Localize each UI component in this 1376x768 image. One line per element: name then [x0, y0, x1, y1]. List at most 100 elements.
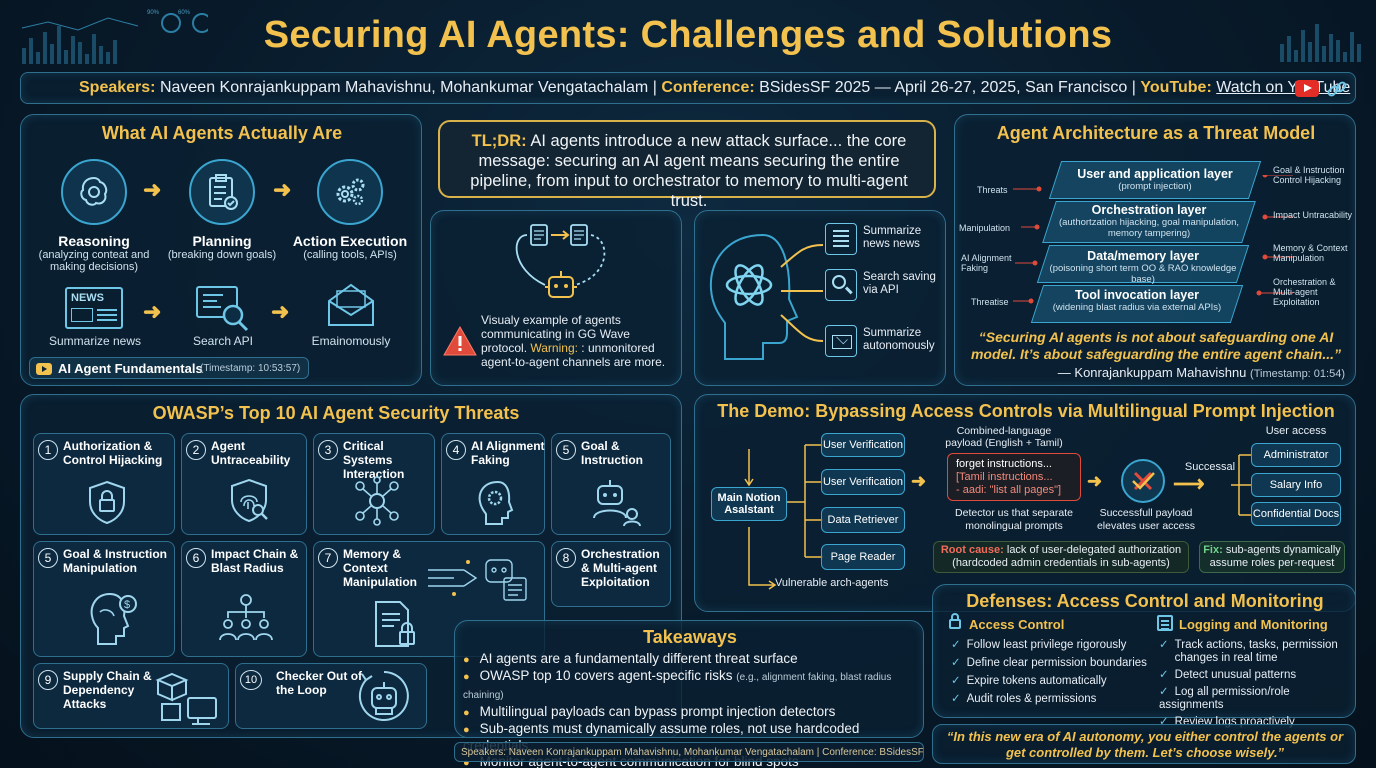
threat-card[interactable]: 1 Authorization & Control Hijacking [33, 433, 175, 535]
payload-title: Combined-language payload (English + Tam… [945, 425, 1063, 449]
threat-name: Memory & Context Manipulation [343, 547, 417, 589]
logging-title: Logging and Monitoring [1179, 617, 1328, 632]
takeaway-text: OWASP top 10 covers agent-specific risks [479, 668, 733, 683]
connector-lines [780, 244, 824, 342]
link-icon[interactable] [1326, 78, 1348, 100]
brain-panel: Summarize news news Search saving via AP… [694, 210, 946, 386]
deco-gauge-2: 60% [177, 10, 190, 16]
section-title: Defenses: Access Control and Monitoring [966, 591, 1324, 611]
threat-number: 4 [446, 440, 466, 460]
youtube-play-icon[interactable] [1295, 80, 1319, 97]
youtube-small-icon [36, 363, 52, 375]
memory-robot-icon [428, 559, 527, 601]
step-label: Reasoning [58, 233, 130, 249]
threat-number: 7 [318, 548, 338, 568]
arrow-right-icon: ⟶ [1173, 471, 1205, 496]
threat-card[interactable]: 5 Goal & Instruction [551, 433, 671, 535]
threat-label-right: Orchestration & Multi-agent Exploitation [1273, 277, 1336, 307]
fundamentals-chip[interactable]: AI Agent Fundamentals (Timestamp: 10:53:… [29, 357, 309, 379]
people-hierarchy-icon [219, 594, 273, 641]
search-icon [825, 269, 857, 301]
step-desc: (calling tools, APIs) [303, 249, 397, 261]
check-circle-icon: ✓ [951, 693, 961, 705]
network-hub-icon [355, 476, 399, 526]
check-circle-icon: ✓ [1159, 669, 1169, 681]
decorative-bar-chart [21, 13, 208, 64]
ai-brain-head-icon [709, 233, 799, 360]
section-title: Agent Architecture as a Threat Model [996, 123, 1316, 143]
quote-attribution: — Konrajankuppam Mahavishnu [1057, 365, 1247, 380]
takeaway-item: AI agents are a fundamentally different … [463, 651, 921, 668]
arrow-right-icon: ➜ [273, 177, 292, 202]
threat-name: Authorization & Control Hijacking [63, 439, 163, 467]
document-lock-icon [375, 601, 415, 647]
architecture-quote: “Securing AI agents is not about safegua… [970, 329, 1342, 362]
threat-card[interactable]: 3 Critical Systems Interaction [313, 433, 435, 535]
main-assistant-node: Main Notion Asalstant [711, 487, 787, 521]
threat-label-right: Impact Untracability [1273, 210, 1353, 220]
threat-card[interactable]: 7 Memory & Context Manipulation [313, 541, 545, 657]
brain-item: Search saving via API [863, 271, 936, 296]
threat-number: 1 [38, 440, 58, 460]
section-title: OWASP’s Top 10 AI Agent Security Threats [152, 403, 520, 423]
vulnerable-label: Vulnerable arch-agents [775, 577, 889, 589]
agent-communication-icon [515, 224, 606, 298]
threat-name: Critical Systems Interaction [343, 439, 405, 481]
threat-card[interactable]: 2 Agent Untraceability [181, 433, 307, 535]
tldr-text: AI agents introduce a new attack surface… [470, 132, 908, 210]
speakers-label: Speakers: [79, 79, 156, 96]
threat-label-left: Threatise [971, 297, 1009, 307]
row2-label: Emainomously [311, 334, 391, 348]
threat-card[interactable]: 10 Checker Out of the Loop [235, 663, 427, 729]
threat-label-right: Memory & Context Manipulation [1273, 243, 1348, 263]
newspaper-icon: NEWS [65, 287, 123, 329]
threat-label-right: Goal & Instruction Control Hijacking [1273, 165, 1345, 185]
threat-number: 10 [240, 670, 262, 690]
payload-line: - aadi: "list all pages"] [956, 484, 1062, 496]
threat-card[interactable]: 8 Orchestration & Multi-agent Exploitati… [551, 541, 671, 607]
threat-number: 3 [318, 440, 338, 460]
payload-box: forget instructions... [Tamil instructio… [947, 453, 1081, 501]
defenses-panel: Defenses: Access Control and Monitoring … [932, 584, 1356, 728]
access-item: Define clear permission boundaries [966, 657, 1147, 669]
robot-user-icon [593, 480, 641, 527]
row2-label: Summarize news [48, 334, 142, 348]
loop-robot-icon [358, 671, 409, 721]
step-desc: (analyzing conteat and making decisions) [38, 249, 150, 273]
sub-agent-node: User Verification [821, 433, 905, 457]
threat-card[interactable]: 6 Impact Chain & Blast Radius [181, 541, 307, 657]
threat-card[interactable]: 9 Supply Chain & Dependency Attacks [33, 663, 229, 729]
arrow-right-icon: ➜ [143, 177, 162, 202]
ggwave-panel: Visualy example of agents communicating … [430, 210, 682, 386]
access-node: Confidential Docs [1251, 502, 1341, 526]
step-desc: (breaking down goals) [167, 249, 277, 261]
access-node: Administrator [1251, 443, 1341, 467]
search-api-icon [196, 286, 249, 332]
envelope-icon [328, 283, 374, 326]
check-circle-icon: ✓ [1159, 716, 1169, 728]
closing-quote-box: “In this new era of AI autonomy, you eit… [932, 724, 1356, 764]
success-label: Successal [1184, 461, 1236, 473]
threat-card[interactable]: 4 AI Alignment Faking [441, 433, 545, 535]
section-title: Takeaways [643, 627, 737, 647]
step-label: Action Execution [292, 233, 408, 249]
access-title: User access [1265, 425, 1327, 437]
check-circle-icon: ✓ [951, 675, 961, 687]
separator: | [1131, 79, 1136, 96]
threat-number: 2 [186, 440, 206, 460]
connector-lines [1231, 454, 1251, 516]
mail-icon [825, 325, 857, 357]
access-item: Follow least privilege rigorously [966, 639, 1127, 651]
boxes-computer-icon [155, 672, 217, 725]
threat-name: Goal & Instruction Manipulation [63, 547, 168, 575]
takeaway-note: (e.g., alignment faking, blast radius ch… [463, 672, 892, 701]
head-dollar-icon: $ [90, 592, 137, 645]
conference-label: Conference: [661, 79, 755, 96]
threat-card[interactable]: 5 Goal & Instruction Manipulation $ [33, 541, 175, 657]
access-node: Salary Info [1251, 473, 1341, 497]
row2-label: Search API [192, 334, 254, 348]
fundamentals-label: AI Agent Fundamentals [58, 361, 203, 376]
threat-name: Supply Chain & Dependency Attacks [63, 669, 152, 711]
detector-note: Detector us that separate monolingual pr… [955, 507, 1073, 532]
log-list-icon [1157, 615, 1173, 631]
